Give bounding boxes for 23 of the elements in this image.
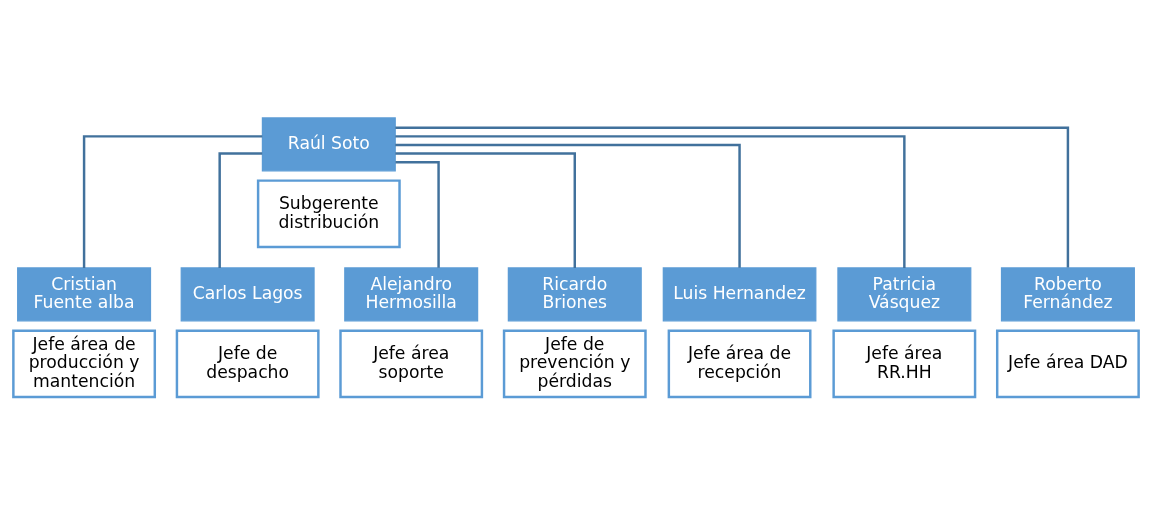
node-box: Roberto Fernández	[1000, 267, 1135, 322]
node-box: Jefe área DAD	[995, 329, 1140, 399]
node-box: Jefe de despacho	[175, 329, 320, 399]
node-box: Ricardo Briones	[507, 267, 642, 322]
node-box: Patricia Vásquez	[837, 267, 972, 322]
connector	[395, 152, 576, 268]
connector	[218, 152, 263, 268]
node-box: Alejandro Hermosilla	[344, 267, 479, 322]
node-box: Jefe área de producción y mantención	[12, 329, 157, 399]
node-box: Jefe área RR.HH	[832, 329, 977, 399]
connector	[395, 135, 906, 268]
node-box: Jefe de prevención y pérdidas	[502, 329, 647, 399]
connector	[395, 160, 440, 268]
node-box: Jefe área soporte	[339, 329, 484, 399]
node-box: Jefe área de recepción	[667, 329, 812, 399]
connector	[82, 135, 263, 268]
node-box: Carlos Lagos	[180, 267, 315, 322]
node-box: Cristian Fuente alba	[17, 267, 152, 322]
connector	[395, 143, 741, 268]
node-box: Luis Hernandez	[662, 267, 817, 322]
node-box: Subgerente distribución	[256, 179, 401, 249]
connector	[395, 126, 1070, 268]
node-box: Raúl Soto	[261, 117, 396, 172]
